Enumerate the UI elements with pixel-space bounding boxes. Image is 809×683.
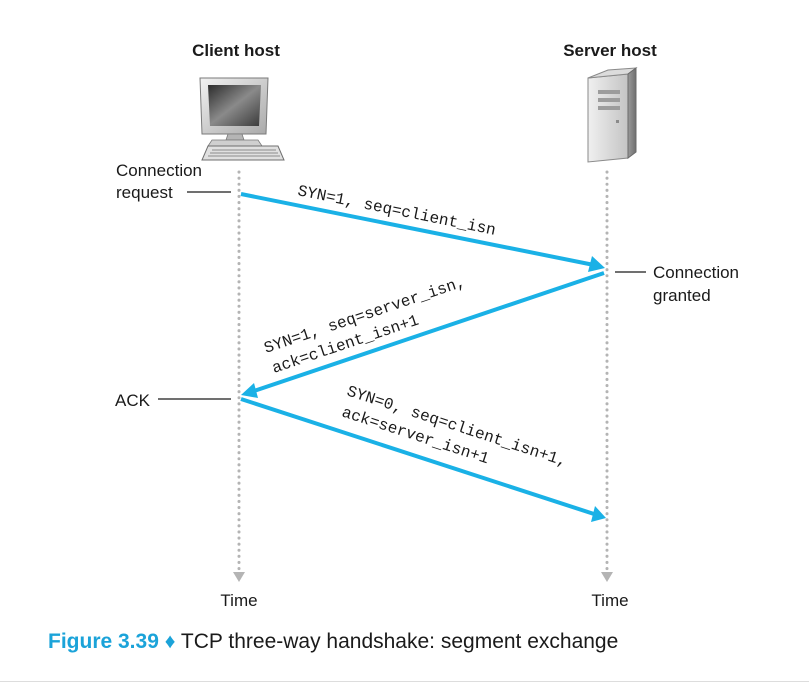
page-divider xyxy=(0,681,809,682)
connection-request-label-line1: Connection xyxy=(116,161,202,180)
server-timeline xyxy=(601,170,613,582)
server-timeline-arrowhead xyxy=(601,572,613,582)
syn-arrowhead xyxy=(588,256,605,272)
server-host-title: Server host xyxy=(563,41,657,60)
figure-caption: Figure 3.39 ♦ TCP three-way handshake: s… xyxy=(48,630,618,654)
client-host-title: Client host xyxy=(192,41,280,60)
connection-granted-label-line2: granted xyxy=(653,286,711,305)
client-time-label: Time xyxy=(220,591,257,610)
ack-arrowhead xyxy=(591,506,606,522)
caption-bullet: ♦ xyxy=(164,630,176,653)
ack-label: ACK xyxy=(115,391,151,410)
synack-segment: SYN=1, seq=server_isn, ack=client_isn+1 xyxy=(241,271,605,398)
client-timeline-arrowhead xyxy=(233,572,245,582)
figure-number: Figure 3.39 xyxy=(48,630,159,653)
synack-arrowhead xyxy=(241,383,258,398)
server-time-label: Time xyxy=(591,591,628,610)
server-tower-icon xyxy=(587,67,638,163)
connection-request-label-line2: request xyxy=(116,183,173,202)
desktop-computer-icon xyxy=(199,77,285,161)
ack-segment: SYN=0, seq=client_isn+1, ack=server_isn+… xyxy=(240,383,606,522)
client-timeline xyxy=(233,170,245,582)
connection-granted-label-line1: Connection xyxy=(653,263,739,282)
caption-text: TCP three-way handshake: segment exchang… xyxy=(180,630,619,653)
syn-segment: SYN=1, seq=client_isn xyxy=(240,182,605,272)
